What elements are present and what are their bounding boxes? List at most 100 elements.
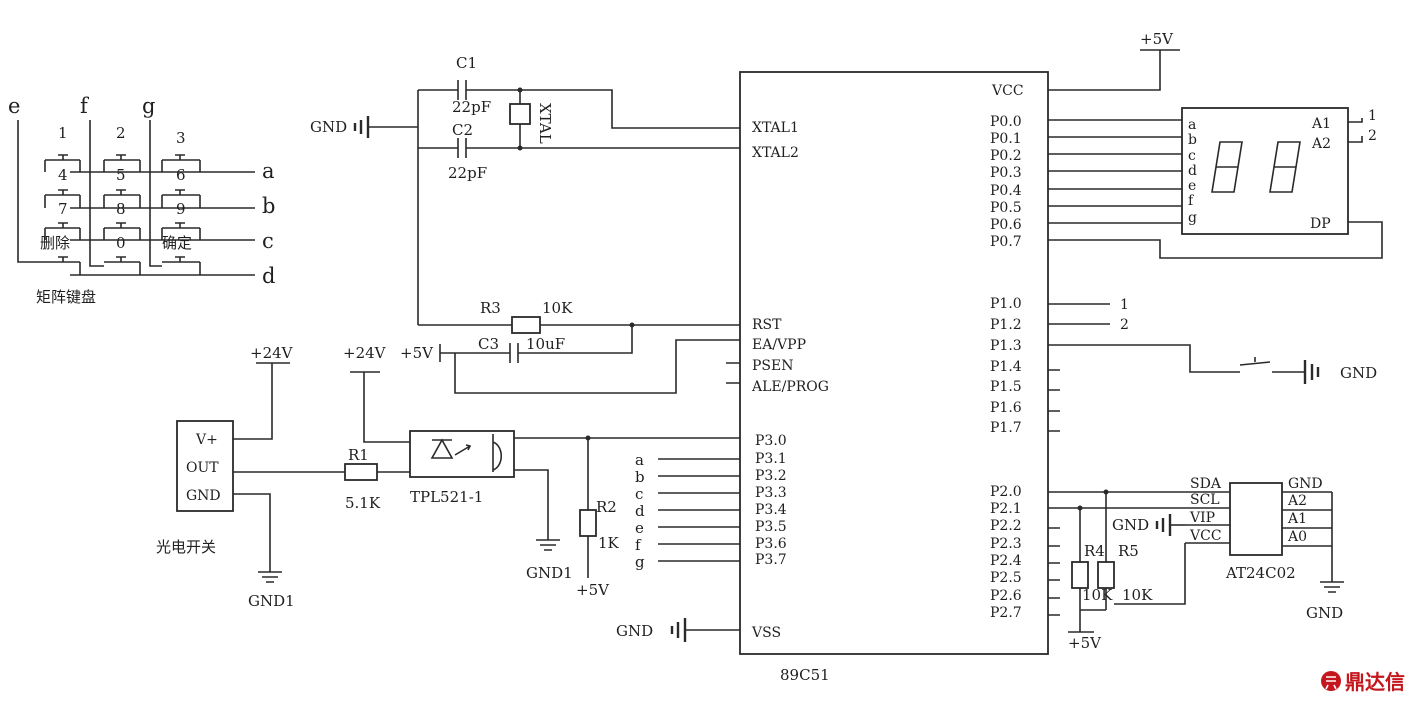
vcc-r2-label: +5V [576,581,610,599]
resistor-r4 [1071,561,1089,589]
display-seg-b: b [1188,132,1197,148]
display-body [1181,107,1349,235]
mcu-pin-ea-vpp: EA/VPP [752,337,806,353]
eeprom-body [1229,482,1283,556]
watermark-logo: 鼎达信 [1321,670,1405,694]
p3-net-g: g [635,553,645,571]
mcu-pin-p3-6: P3.6 [755,536,787,552]
mcu-pin-p0-3: P0.3 [990,165,1022,181]
key-1: 1 [58,124,68,142]
mcu-pin-rst: RST [752,317,782,333]
mcu-pin-ale-prog: ALE/PROG [751,379,829,395]
mcu-pin-p2-1: P2.1 [990,501,1022,517]
resistor-r2 [579,509,597,537]
p3-net-d: d [635,502,645,520]
eeprom-pin-scl: SCL [1190,492,1220,508]
p1-net-2: 2 [1120,317,1129,333]
mcu-pin-p1-7: P1.7 [990,420,1022,436]
eeprom-pin-gnd: GND [1288,476,1323,492]
mcu-pin-p1-4: P1.4 [990,359,1022,375]
vcc-24-opto-label: +24V [343,344,387,362]
r5-label: R5 [1118,542,1139,560]
display-net-2: 2 [1368,128,1377,144]
mcu-pin-p0-7: P0.7 [990,234,1022,250]
mcu-pin-p2-2: P2.2 [990,518,1022,534]
key-0: 0 [116,234,126,252]
mcu-pin-p1-6: P1.6 [990,400,1022,416]
mcu-pin-psen: PSEN [752,358,793,374]
gnd1-switch-label: GND1 [248,592,295,610]
resistor-r5 [1097,561,1115,589]
gnd-crystal-label: GND [310,118,347,136]
photo-switch-title: 光电开关 [156,538,216,556]
keypad-row-b: b [262,194,275,218]
r3-value: 10K [542,299,573,317]
mcu-pin-vcc: VCC [991,83,1024,99]
display-seg-e: e [1188,178,1196,194]
p3-net-c: c [635,485,643,503]
mcu-pin-xtal1: XTAL1 [752,120,799,136]
c3-label: C3 [478,335,499,353]
display-seg-g: g [1188,210,1197,226]
opto-led [430,438,454,459]
key-6: 6 [176,166,186,184]
mcu-pin-p1-2: P1.2 [990,317,1022,333]
mcu-pin-p2-6: P2.6 [990,588,1022,604]
display-seg-c: c [1188,148,1196,164]
key-2: 2 [116,124,126,142]
mcu-pin-p2-3: P2.3 [990,536,1022,552]
keypad-switches [44,154,201,275]
gnd-eeprom-label: GND [1306,604,1343,622]
p3-net-e: e [635,519,644,537]
photo-pin-out: OUT [186,460,219,476]
capacitor-c1 [457,80,467,100]
mcu-name: 89C51 [780,666,830,684]
eeprom-pin-sda: SDA [1190,476,1222,492]
key-9: 9 [176,200,186,218]
display-net-1: 1 [1368,108,1377,124]
p1-net-1: 1 [1120,297,1129,313]
c1-label: C1 [456,54,477,72]
vcc-reset-label: +5V [400,344,434,362]
xtal-label: XTAL [536,103,554,144]
keypad-row-c: c [262,229,274,253]
key-delete: 删除 [40,234,70,252]
photo-pin-vplus: V+ [195,432,218,448]
i2c-pullups: +5V R4 R5 10K 10K [1048,489,1230,652]
opto-label: TPL521-1 [410,488,483,506]
r4-value: 10K [1082,586,1113,604]
mcu-pin-p2-0: P2.0 [990,484,1022,500]
gnd-vss-label: GND [616,622,653,640]
port1-connections: 1 2 GND [1048,297,1377,384]
display-a2: A2 [1311,136,1331,152]
eeprom-name: AT24C02 [1225,564,1296,582]
port3-keypad-nets: a b c d e f g [635,451,740,571]
photo-pin-gnd: GND [186,488,221,504]
gnd-button-label: GND [1340,364,1377,382]
seven-segment-display: a b c d e f g A1 A2 DP 1 2 [1048,107,1383,259]
digit-1-glyph [1211,141,1243,193]
p3-net-b: b [635,468,645,486]
eeprom-pin-a0: A0 [1287,529,1307,545]
capacitor-c3 [509,343,519,363]
r4-label: R4 [1084,542,1105,560]
keypad-column-e: e [8,94,20,118]
eeprom-pin-vcc: VCC [1189,528,1222,544]
c1-value: 22pF [452,98,491,116]
eeprom-pin-a2: A2 [1287,493,1307,509]
r2-value: 1K [598,534,620,552]
mcu-pin-p0-5: P0.5 [990,200,1022,216]
p3-net-a: a [635,451,644,469]
key-3: 3 [176,129,186,147]
digit-2-glyph [1269,141,1301,193]
display-seg-a: a [1188,117,1196,133]
keypad-column-g: g [142,94,155,118]
vss-ground: GND [616,618,740,642]
c2-value: 22pF [448,164,487,182]
vcc-pullups-label: +5V [1068,634,1102,652]
mcu-pin-p3-0: P3.0 [755,433,787,449]
crystal-xtal [509,103,531,125]
eeprom-pin-a1: A1 [1287,511,1307,527]
vcc-top-label: +5V [1140,30,1174,48]
